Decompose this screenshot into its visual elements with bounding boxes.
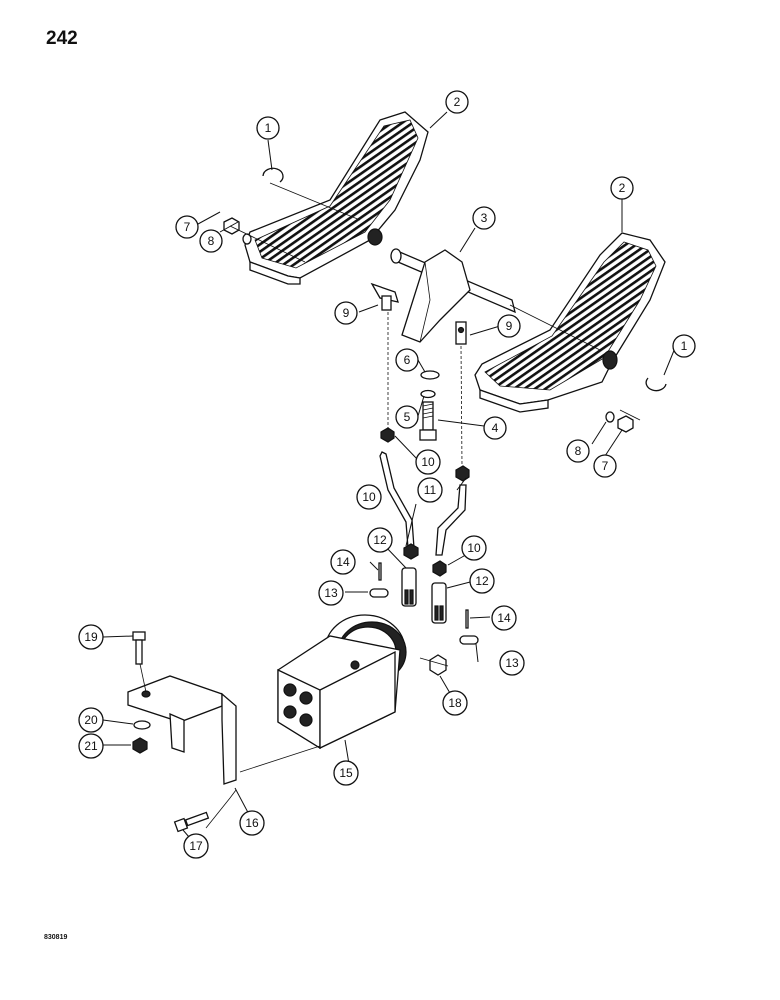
drawing-code: 830819 xyxy=(44,934,68,941)
clevis-pin-right xyxy=(459,635,479,645)
svg-text:6: 6 xyxy=(404,353,411,367)
svg-text:14: 14 xyxy=(336,555,350,569)
pivot-bolt-stack xyxy=(419,370,440,441)
callout-20: 20 xyxy=(78,707,104,733)
svg-text:9: 9 xyxy=(506,319,513,333)
svg-text:17: 17 xyxy=(189,839,203,853)
svg-text:15: 15 xyxy=(339,766,353,780)
svg-text:8: 8 xyxy=(208,234,215,248)
svg-text:4: 4 xyxy=(492,421,499,435)
svg-text:2: 2 xyxy=(454,95,461,109)
callout-5: 5 xyxy=(395,405,419,429)
washer-20 xyxy=(133,720,151,730)
control-rod-left xyxy=(379,427,419,560)
left-pedal xyxy=(244,111,429,285)
page-number: 242 xyxy=(46,28,78,49)
callout-13-right: 13 xyxy=(499,650,525,676)
svg-text:2: 2 xyxy=(619,181,626,195)
snap-ring-left xyxy=(262,167,284,183)
mounting-bracket xyxy=(127,675,237,785)
svg-text:18: 18 xyxy=(448,696,462,710)
lock-washer-5 xyxy=(420,389,436,399)
right-pedal-fasteners xyxy=(605,411,634,433)
svg-text:13: 13 xyxy=(324,586,338,600)
right-pedal-pivot-hole xyxy=(602,350,618,370)
svg-text:19: 19 xyxy=(84,630,98,644)
clevis-right xyxy=(431,582,447,624)
pedal-support-bracket xyxy=(390,248,516,343)
callout-14-left: 14 xyxy=(330,549,356,575)
callout-8-right: 8 xyxy=(566,439,590,463)
callout-12-right: 12 xyxy=(469,568,495,594)
callout-18: 18 xyxy=(442,690,468,716)
callout-4: 4 xyxy=(483,416,507,440)
left-pedal-pivot-hole xyxy=(367,228,383,246)
callout-10-right: 10 xyxy=(461,535,487,561)
callout-14-right: 14 xyxy=(491,605,517,631)
rod-end-left xyxy=(370,282,399,311)
callout-1-left: 1 xyxy=(256,116,280,140)
callout-8-left: 8 xyxy=(199,229,223,253)
svg-text:14: 14 xyxy=(497,611,511,625)
svg-text:20: 20 xyxy=(84,713,98,727)
callout-21: 21 xyxy=(78,733,104,759)
bolt-17 xyxy=(173,811,210,833)
svg-text:12: 12 xyxy=(475,574,489,588)
washer-8-right xyxy=(605,411,615,423)
callout-3: 3 xyxy=(472,206,496,230)
nut-18 xyxy=(429,654,447,676)
nut-7-right xyxy=(617,415,634,433)
callout-9-right: 9 xyxy=(497,314,521,338)
control-rod-right xyxy=(432,465,470,577)
clevis-pin-left xyxy=(369,588,389,598)
callout-9-left: 9 xyxy=(334,301,358,325)
callout-12-left: 12 xyxy=(367,527,393,553)
brake-valve xyxy=(277,614,407,750)
svg-text:10: 10 xyxy=(362,490,376,504)
bolt-19 xyxy=(132,631,146,665)
callout-11: 11 xyxy=(417,477,443,503)
callout-1-right: 1 xyxy=(672,334,696,358)
callout-17: 17 xyxy=(183,833,209,859)
svg-text:12: 12 xyxy=(373,533,387,547)
svg-text:1: 1 xyxy=(265,121,272,135)
callout-13-left: 13 xyxy=(318,580,344,606)
callout-7-right: 7 xyxy=(593,454,617,478)
svg-text:11: 11 xyxy=(424,483,437,497)
svg-text:1: 1 xyxy=(681,339,688,353)
svg-text:5: 5 xyxy=(404,410,411,424)
cotter-pin-right xyxy=(465,609,469,629)
nut-21 xyxy=(132,737,148,754)
callout-16: 16 xyxy=(239,810,265,836)
snap-ring-right xyxy=(645,377,667,392)
callout-10-upper: 10 xyxy=(415,449,441,475)
svg-text:7: 7 xyxy=(184,220,191,234)
rod-end-right xyxy=(455,321,467,345)
callout-2-left: 2 xyxy=(445,90,469,114)
callout-6: 6 xyxy=(395,348,419,372)
cotter-pin-left xyxy=(378,562,382,581)
svg-text:9: 9 xyxy=(343,306,350,320)
callout-19: 19 xyxy=(78,624,104,650)
washer-6 xyxy=(420,370,440,380)
svg-text:21: 21 xyxy=(84,739,98,753)
svg-text:3: 3 xyxy=(481,211,488,225)
callout-15: 15 xyxy=(333,760,359,786)
clevis-left xyxy=(401,567,417,607)
svg-text:10: 10 xyxy=(421,455,435,469)
callout-2-right: 2 xyxy=(610,176,634,200)
callout-7-left: 7 xyxy=(175,215,199,239)
svg-text:13: 13 xyxy=(505,656,519,670)
right-pedal xyxy=(474,232,666,413)
callout-10-left: 10 xyxy=(356,484,382,510)
svg-text:10: 10 xyxy=(467,541,481,555)
svg-text:16: 16 xyxy=(245,816,259,830)
svg-text:8: 8 xyxy=(575,444,582,458)
svg-text:7: 7 xyxy=(602,459,609,473)
